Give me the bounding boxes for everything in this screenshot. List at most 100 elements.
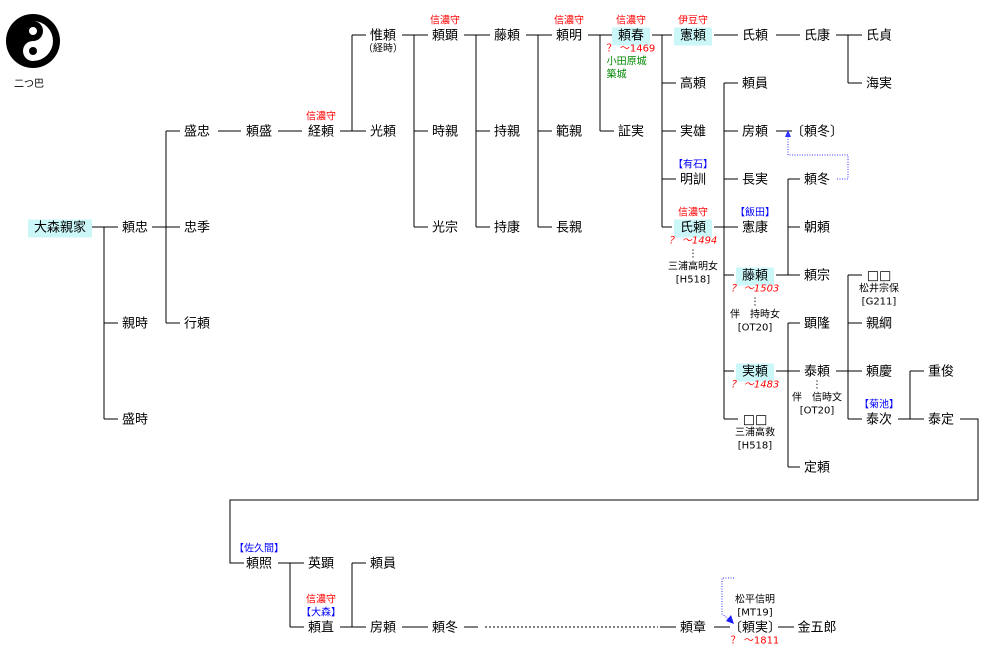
person-name: 親綱 [865, 316, 893, 332]
annotation-below: ？ ～1494⋮三浦高明女[H518] [668, 235, 718, 287]
title-label: 信濃守 [677, 207, 708, 219]
spouse-label: [OT20] [737, 322, 773, 334]
person-name: 氏康 [803, 28, 831, 44]
person-node: 証実 [612, 121, 650, 142]
person-node: 明訓【有石】 [673, 160, 713, 190]
person-node: 頼冬 [798, 169, 836, 190]
annotation-below: 松井宗保[G211] [859, 283, 899, 309]
person-name: 大森親家 [27, 219, 93, 238]
person-node: 親綱 [860, 313, 898, 334]
person-name: 頼顕 [431, 28, 459, 44]
person-node: □□松井宗保[G211] [859, 265, 899, 308]
annotation-below: ⋮伴 信時文[OT20] [792, 379, 842, 418]
person-node: 光宗 [426, 217, 464, 238]
person-node: 朝頼 [798, 217, 836, 238]
person-name: 頼員 [369, 556, 397, 572]
person-node: 忠季 [178, 217, 216, 238]
person-node: 実頼？ ～1483 [731, 361, 779, 391]
person-name: 藤頼 [735, 267, 775, 286]
person-name: 憲康 [741, 220, 769, 236]
person-name: 盛時 [121, 412, 149, 428]
annotation-above: 【佐久間】 [234, 543, 284, 556]
person-node: 泰頼⋮伴 信時文[OT20] [792, 361, 842, 417]
person-name: 行頼 [183, 316, 211, 332]
annotation-above: 信濃守 [306, 111, 336, 124]
person-node: 長実 [736, 169, 774, 190]
person-node: 重俊 [922, 361, 960, 382]
annotation-above: 伊豆守 [678, 15, 708, 28]
person-name: 金五郎 [797, 620, 837, 636]
lifespan-label: ？ ～1494 [668, 235, 718, 247]
person-name: 頼直 [307, 620, 335, 636]
annotation-above: 信濃守 [430, 15, 460, 28]
person-name: 泰頼 [803, 364, 831, 380]
person-node: 盛忠 [178, 121, 216, 142]
person-name: 藤頼 [493, 28, 521, 44]
spouse-label: 松平信明 [734, 594, 775, 606]
person-name: 範親 [555, 124, 583, 140]
person-node: 金五郎 [791, 617, 842, 638]
spouse-label: [MT19] [737, 607, 773, 619]
lifespan-label: ？ ～1483 [730, 379, 780, 391]
annotation-below: （経時） [363, 43, 403, 56]
annotation-below: ？ ～1811 [731, 635, 780, 648]
person-node: 頼員 [364, 553, 402, 574]
spouse-label: 三浦高救 [734, 427, 775, 439]
annotation-below: ？ ～1483 [731, 379, 780, 392]
spouse-label: [H518] [675, 274, 711, 286]
person-name: 〔頼冬〕 [790, 124, 844, 140]
person-node: 氏貞 [860, 25, 898, 46]
spouse-label: ⋮ [687, 248, 698, 260]
person-name: 定頼 [803, 460, 831, 476]
person-node: 頼冬 [426, 617, 464, 638]
person-node: 頼章 [674, 617, 712, 638]
person-node: 頼直信濃守【大森】 [301, 595, 341, 638]
person-node: 頼員 [736, 73, 774, 94]
annotation-below: 三浦高救[H518] [735, 427, 775, 453]
person-name: 長実 [741, 172, 769, 188]
person-node: 持親 [488, 121, 526, 142]
title-label: 信濃守 [553, 15, 584, 27]
person-name: 氏貞 [865, 28, 893, 44]
person-name: 惟頼 [369, 28, 397, 44]
person-name: 時親 [431, 124, 459, 140]
person-node: 経頼信濃守 [302, 112, 340, 142]
person-name: 頼明 [555, 28, 583, 44]
person-node: 大森親家 [27, 217, 93, 238]
person-name: 海実 [865, 76, 893, 92]
person-name: 房頼 [741, 124, 769, 140]
person-node: 盛時 [116, 409, 154, 430]
person-node: 時親 [426, 121, 464, 142]
person-name: 憲頼 [673, 27, 713, 46]
title-label: 信濃守 [429, 15, 460, 27]
person-node: 英顕 [302, 553, 340, 574]
annotation-above: 信濃守 [554, 15, 584, 28]
annotation-above: 松平信明[MT19] [735, 594, 775, 620]
person-node: 頼明信濃守 [550, 16, 588, 46]
person-name: 光頼 [369, 124, 397, 140]
person-name: 持康 [493, 220, 521, 236]
person-node: 顕隆 [798, 313, 836, 334]
person-name: 頼春 [611, 27, 651, 46]
person-name: 顕隆 [803, 316, 831, 332]
person-name: 長親 [555, 220, 583, 236]
person-node: 頼盛 [240, 121, 278, 142]
spouse-label: [OT20] [799, 405, 835, 417]
person-node: 房頼 [364, 617, 402, 638]
annotation-above: 【飯田】 [735, 207, 775, 220]
spouse-label: 伴 持時女 [729, 309, 780, 321]
person-name: 高頼 [679, 76, 707, 92]
person-node: 泰次【菊池】 [859, 400, 899, 430]
person-node: 頼慶 [860, 361, 898, 382]
person-node: 範親 [550, 121, 588, 142]
crest-label: 二つ巴 [14, 79, 44, 90]
annotation-above: 信濃守 [678, 207, 708, 220]
person-node: 房頼 [736, 121, 774, 142]
person-name: 〔頼実〕 [728, 620, 782, 636]
person-node: 頼顕信濃守 [426, 16, 464, 46]
person-name: 重俊 [927, 364, 955, 380]
person-name: 盛忠 [183, 124, 211, 140]
clan-label: 【佐久間】 [233, 543, 284, 555]
title-label: 信濃守 [615, 15, 646, 27]
person-node: 光頼 [364, 121, 402, 142]
